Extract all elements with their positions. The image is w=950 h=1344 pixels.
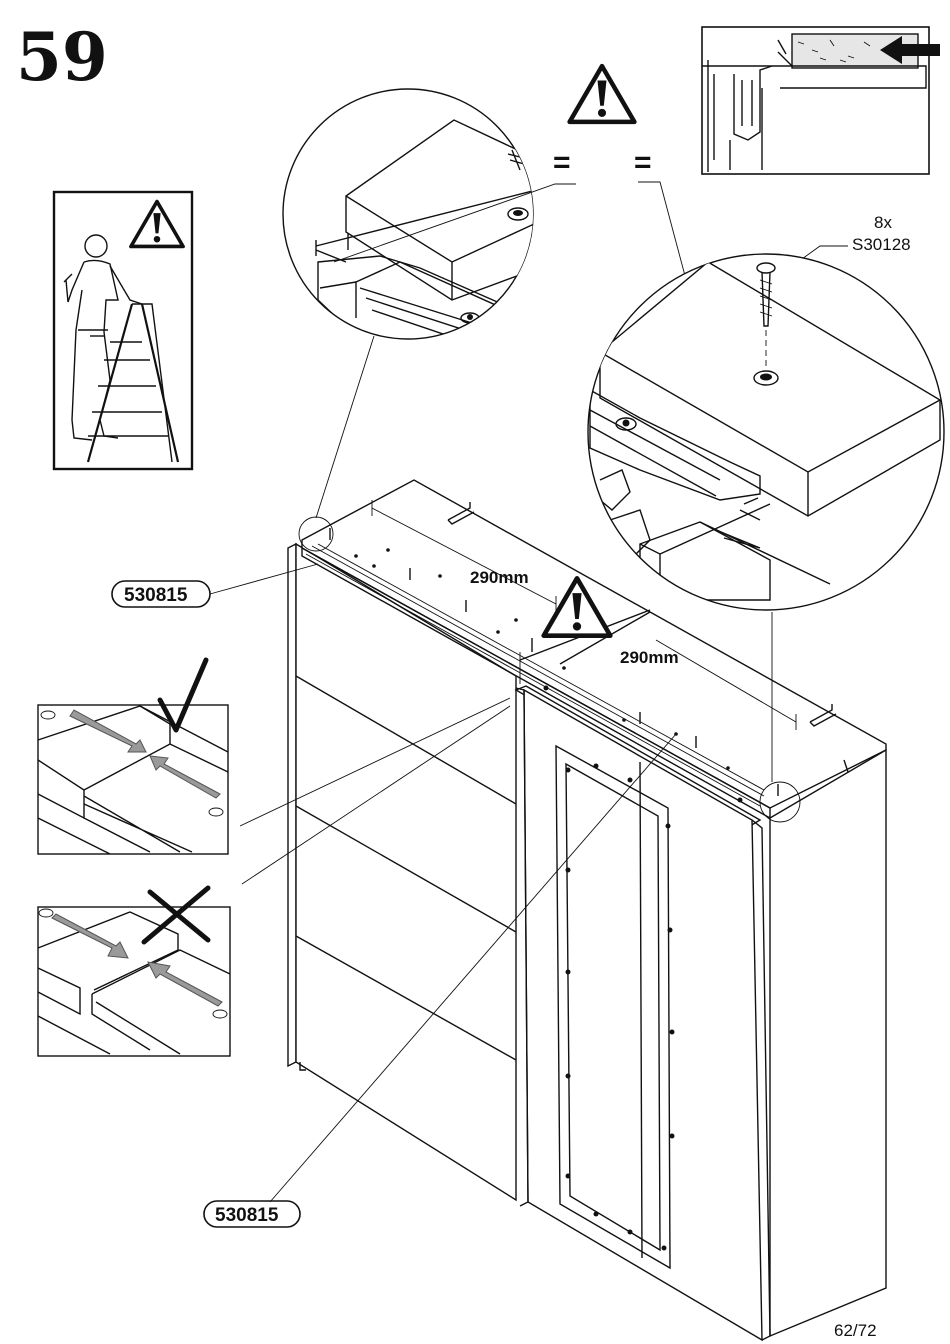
hardware-quantity: 8x [874, 213, 892, 232]
part-code-top: 530815 [124, 585, 188, 606]
step-number: 59 [16, 18, 108, 96]
detail-circle-left [283, 89, 560, 360]
detail-circle-right [588, 254, 944, 610]
dimension-right: 290mm [620, 648, 679, 667]
ladder-safety-inset [54, 192, 192, 469]
rail-cross-section-inset [702, 27, 940, 174]
warning-triangle-icon [570, 66, 635, 122]
part-code-bottom: 530815 [215, 1205, 279, 1226]
hardware-code: S30128 [852, 235, 911, 254]
page-number: 62/72 [834, 1321, 877, 1340]
equal-mark-left: = [553, 146, 571, 179]
part-label-top: 530815 [112, 564, 318, 607]
equal-mark-right: = [634, 146, 652, 179]
dimension-left: 290mm [470, 568, 529, 587]
